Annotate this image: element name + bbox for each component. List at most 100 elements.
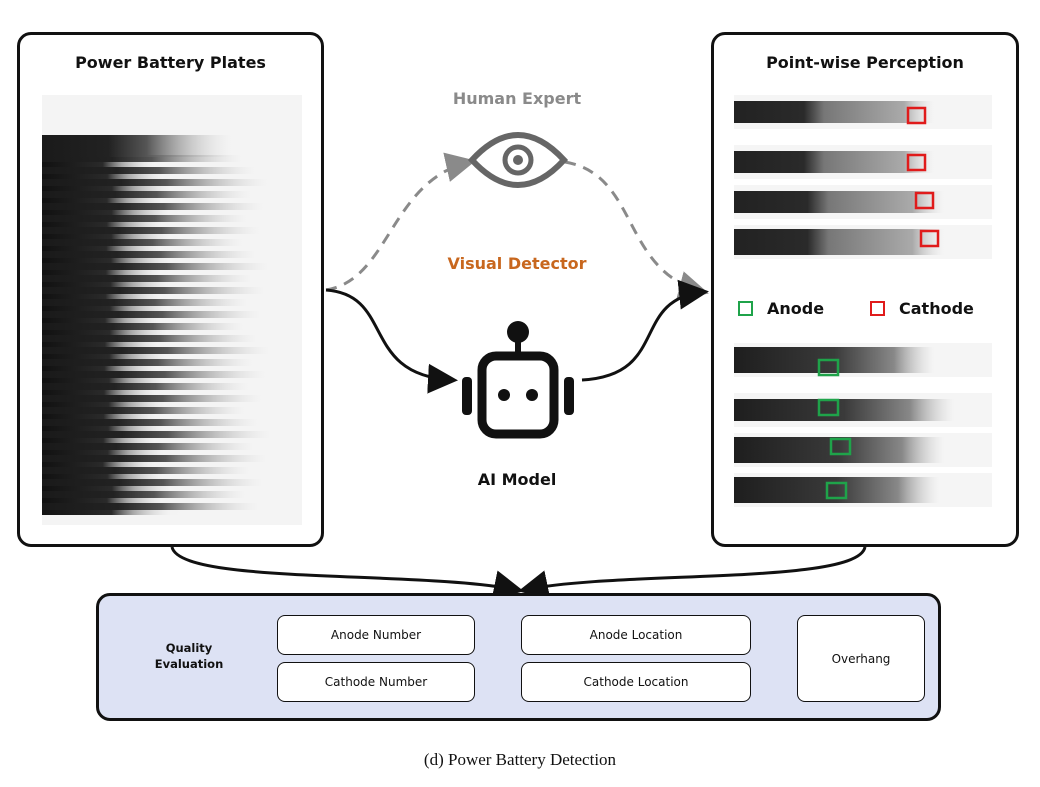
plate-layer <box>42 203 264 210</box>
ai-path-right <box>581 279 709 382</box>
robot-icon <box>462 321 574 439</box>
battery-plates-image <box>42 95 302 525</box>
plate-gap <box>42 342 207 347</box>
anode-legend-swatch <box>738 300 753 316</box>
plate-gap <box>42 354 219 359</box>
plate-layer <box>42 263 269 270</box>
plate-gap <box>42 486 226 491</box>
plate-layer <box>42 335 257 342</box>
plate-layer <box>42 215 247 222</box>
quality-label-line1: Quality <box>165 641 213 655</box>
plate-gap <box>42 510 225 515</box>
plate-layer <box>42 251 256 258</box>
expert-path-left <box>325 152 476 292</box>
plate-layer <box>42 479 263 486</box>
quality-evaluation-label: Quality Evaluation <box>119 640 259 672</box>
plate-gap <box>42 402 217 407</box>
plate-layer <box>42 239 243 246</box>
plate-layer <box>42 167 255 174</box>
plate-gap <box>42 234 224 239</box>
anode-strip-3 <box>734 433 992 467</box>
cathode-number-box: Cathode Number <box>277 662 475 702</box>
cathode-legend-swatch <box>870 300 885 316</box>
plate-layer <box>42 503 259 510</box>
anode-location-box: Anode Location <box>521 615 751 655</box>
anode-legend: Anode <box>738 297 824 319</box>
plate-gap <box>42 282 222 287</box>
plate-layer <box>42 491 246 498</box>
plate-gap <box>42 198 213 203</box>
plate-gap <box>42 366 206 371</box>
plate-layer <box>42 359 253 366</box>
plate-gap <box>42 186 226 191</box>
cathode-strip-2 <box>734 145 992 179</box>
plate-layer <box>42 431 271 438</box>
plate-gap <box>42 390 205 395</box>
quality-label-line2: Evaluation <box>154 657 224 671</box>
plate-layer <box>42 191 251 198</box>
plate-gap <box>42 498 213 503</box>
plate-gap <box>42 330 220 335</box>
plate-layer <box>42 395 262 402</box>
plate-gap <box>42 318 208 323</box>
plate-layer <box>42 419 258 426</box>
battery-plates-title: Power Battery Plates <box>75 53 266 72</box>
visual-detector-label: Visual Detector <box>447 254 587 273</box>
plate-layer <box>42 275 252 282</box>
plate-gap <box>42 258 223 263</box>
cathode-legend: Cathode <box>870 297 974 319</box>
plate-gap <box>42 474 214 479</box>
anode-strip-1 <box>734 343 992 377</box>
plate-gap <box>42 294 209 299</box>
cathode-strip-4 <box>734 225 992 259</box>
ai-path-left <box>325 288 458 394</box>
cathode-legend-label: Cathode <box>899 298 974 318</box>
figure-caption: (d) Power Battery Detection <box>423 750 617 769</box>
plate-top-layer <box>42 135 232 157</box>
plate-gap <box>42 174 214 179</box>
expert-path-right <box>564 160 709 301</box>
plate-gap <box>42 246 211 251</box>
anode-strip-4 <box>734 473 992 507</box>
plate-gap <box>42 462 202 467</box>
plate-layer <box>42 347 270 354</box>
plate-layer <box>42 155 242 162</box>
plate-layer <box>42 443 254 450</box>
plate-layer <box>42 299 248 306</box>
plate-gap <box>42 222 212 227</box>
plate-layer <box>42 179 268 186</box>
human-expert-label: Human Expert <box>452 89 582 108</box>
anode-legend-label: Anode <box>767 298 825 318</box>
cathode-strip-3 <box>734 185 992 219</box>
plate-layer <box>42 323 244 330</box>
bottom-path-left <box>170 546 524 600</box>
plate-gap <box>42 450 215 455</box>
plate-layer <box>42 227 260 234</box>
battery-plates-panel: Power Battery Plates <box>17 32 324 547</box>
plate-gap <box>42 438 203 443</box>
quality-evaluation-panel: Quality Evaluation Anode Number Cathode … <box>96 593 941 721</box>
plate-layer <box>42 407 245 414</box>
plate-layer <box>42 467 250 474</box>
anode-number-box: Anode Number <box>277 615 475 655</box>
eye-icon <box>467 132 569 188</box>
plate-layer <box>42 455 267 462</box>
overhang-box: Overhang <box>797 615 925 702</box>
anode-strip-2 <box>734 393 992 427</box>
point-wise-perception-panel: Point-wise Perception Anode Cathode <box>711 32 1019 547</box>
plate-layer <box>42 371 266 378</box>
plate-gap <box>42 378 218 383</box>
bottom-path-right <box>518 546 867 600</box>
plate-layer <box>42 383 249 390</box>
plate-gap <box>42 426 216 431</box>
cathode-strip-1 <box>734 95 992 129</box>
plate-gap <box>42 414 204 419</box>
plate-layer <box>42 287 265 294</box>
plate-gap <box>42 306 221 311</box>
ai-model-label: AI Model <box>477 470 557 489</box>
cathode-location-box: Cathode Location <box>521 662 751 702</box>
plate-gap <box>42 162 202 167</box>
plate-gap <box>42 270 210 275</box>
perception-title: Point-wise Perception <box>766 53 964 72</box>
